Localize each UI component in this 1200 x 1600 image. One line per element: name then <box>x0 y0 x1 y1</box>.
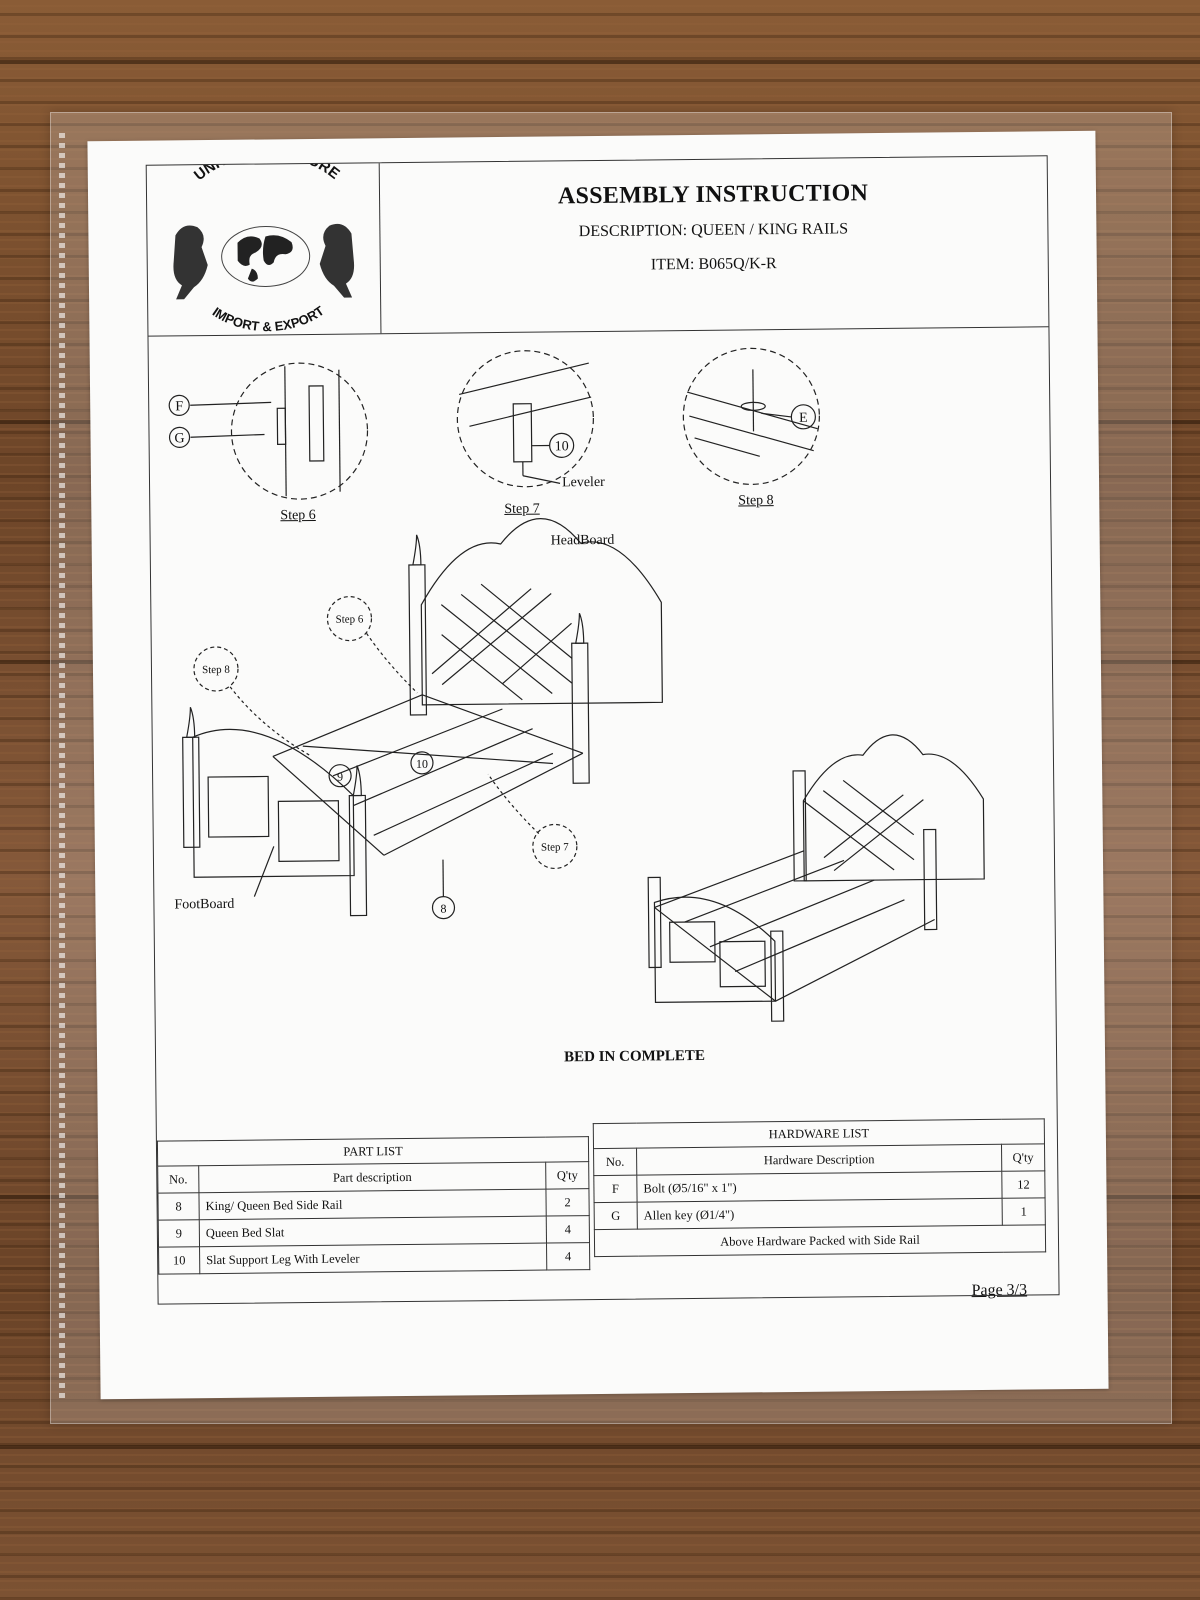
step7-detail-circle <box>456 350 594 488</box>
hardware-qty: 1 <box>1002 1197 1046 1226</box>
callout-g-circle <box>168 426 191 448</box>
hardware-no: F <box>593 1175 638 1203</box>
hardware-list-table: HARDWARE LIST No. Hardware Description Q… <box>593 1118 1046 1257</box>
hardware-desc: Bolt (Ø5/16" x 1") <box>636 1171 1003 1203</box>
step7-balloon <box>532 823 578 870</box>
part-no: 9 <box>158 1219 200 1248</box>
headboard-label: HeadBoard <box>550 532 615 549</box>
step6-label: Step 6 <box>280 507 316 524</box>
hardware-desc: Allen key (Ø1/4") <box>637 1198 1003 1230</box>
part-qty: 4 <box>546 1242 590 1271</box>
hardware-qty: 12 <box>1001 1170 1046 1199</box>
logo-top-text: UNITED FURNITURE <box>191 143 343 185</box>
title-block: ASSEMBLY INSTRUCTION DESCRIPTION: QUEEN … <box>379 156 1049 333</box>
step6-balloon <box>326 595 373 642</box>
leveler-label: Leveler <box>561 474 605 491</box>
bed-complete-label: BED IN COMPLETE <box>563 1047 705 1066</box>
hardware-col-qty: Q'ty <box>1001 1143 1045 1172</box>
part-desc: King/ Queen Bed Side Rail <box>198 1189 547 1220</box>
callout-9-circle <box>328 764 352 788</box>
part-col-no: No. <box>157 1165 199 1194</box>
assembly-drawing: F G 10 E 9 10 8 Step 6 Step 8 Step 7 Lev… <box>149 328 1057 1127</box>
document-title: ASSEMBLY INSTRUCTION <box>557 180 869 210</box>
part-no: 8 <box>157 1192 200 1221</box>
headboard-post-left <box>408 564 428 716</box>
svg-text:UNITED FURNITURE: UNITED FURNITURE <box>191 163 343 184</box>
assembly-illustration: F G 10 E 9 10 8 Step 6 Step 8 Step 7 <box>168 347 985 1022</box>
page-number: Page 3/3 <box>971 1281 1028 1300</box>
callout-10-main: 10 <box>416 757 428 771</box>
company-logo: UNITED FURNITURE IMPORT & EXPORT <box>146 143 382 336</box>
instruction-sheet: UNITED FURNITURE IMPORT & EXPORT ASS <box>87 130 1109 1400</box>
step7-label: Step 7 <box>504 501 540 517</box>
page-frame: UNITED FURNITURE IMPORT & EXPORT ASS <box>145 143 1060 1305</box>
part-col-desc: Part description <box>198 1162 546 1193</box>
footboard-label: FootBoard <box>174 896 235 913</box>
complete-footboard <box>653 896 777 1004</box>
callout-10: 10 <box>555 439 569 454</box>
part-list-table: PART LIST No. Part description Q'ty 8 Ki… <box>157 1136 590 1275</box>
step8-label: Step 8 <box>738 493 774 509</box>
callout-8: 8 <box>440 902 446 916</box>
hardware-no: G <box>594 1202 638 1230</box>
step6-balloon-label: Step 6 <box>335 613 363 625</box>
footboard-post-left <box>182 736 201 848</box>
part-desc: Slat Support Leg With Leveler <box>199 1243 547 1274</box>
svg-text:IMPORT & EXPORT: IMPORT & EXPORT <box>210 303 327 335</box>
callout-g: G <box>174 431 184 446</box>
callout-e: E <box>799 411 808 426</box>
sleeve-perforated-edge <box>59 133 65 1403</box>
part-qty: 4 <box>546 1215 590 1244</box>
footboard-shape <box>192 728 355 878</box>
plank-seam <box>0 1445 1200 1449</box>
headboard-shape <box>420 518 663 706</box>
callout-10-main-circle <box>410 751 434 775</box>
bracket-plate <box>308 385 325 462</box>
table-row: 10 Slat Support Leg With Leveler 4 <box>158 1242 590 1275</box>
hardware-col-no: No. <box>593 1148 637 1176</box>
hardware-col-desc: Hardware Description <box>636 1144 1002 1176</box>
hardware-note: Above Hardware Packed with Side Rail <box>594 1224 1046 1257</box>
plank-seam <box>0 60 1200 64</box>
description-line: DESCRIPTION: QUEEN / KING RAILS <box>578 220 849 241</box>
header: UNITED FURNITURE IMPORT & EXPORT ASS <box>146 143 1049 337</box>
item-line: ITEM: B065Q/K-R <box>650 255 777 274</box>
logo-bottom-text: IMPORT & EXPORT <box>210 303 327 335</box>
step8-detail-circle <box>682 347 820 485</box>
logo-graphic: UNITED FURNITURE IMPORT & EXPORT <box>173 143 355 335</box>
callout-f: F <box>175 399 183 414</box>
part-col-qty: Q'ty <box>545 1161 589 1190</box>
footboard-post-right <box>348 794 368 917</box>
callout-9: 9 <box>337 770 343 784</box>
complete-headboard <box>802 734 985 882</box>
part-desc: Queen Bed Slat <box>199 1216 547 1247</box>
callout-f-circle <box>168 394 190 416</box>
step7-balloon-label: Step 7 <box>541 841 569 853</box>
part-qty: 2 <box>545 1188 590 1217</box>
step8-balloon <box>193 646 239 692</box>
step8-balloon-label: Step 8 <box>202 664 230 676</box>
step6-detail-circle <box>230 362 369 500</box>
headboard-post-right <box>571 642 590 784</box>
part-no: 10 <box>158 1246 200 1275</box>
